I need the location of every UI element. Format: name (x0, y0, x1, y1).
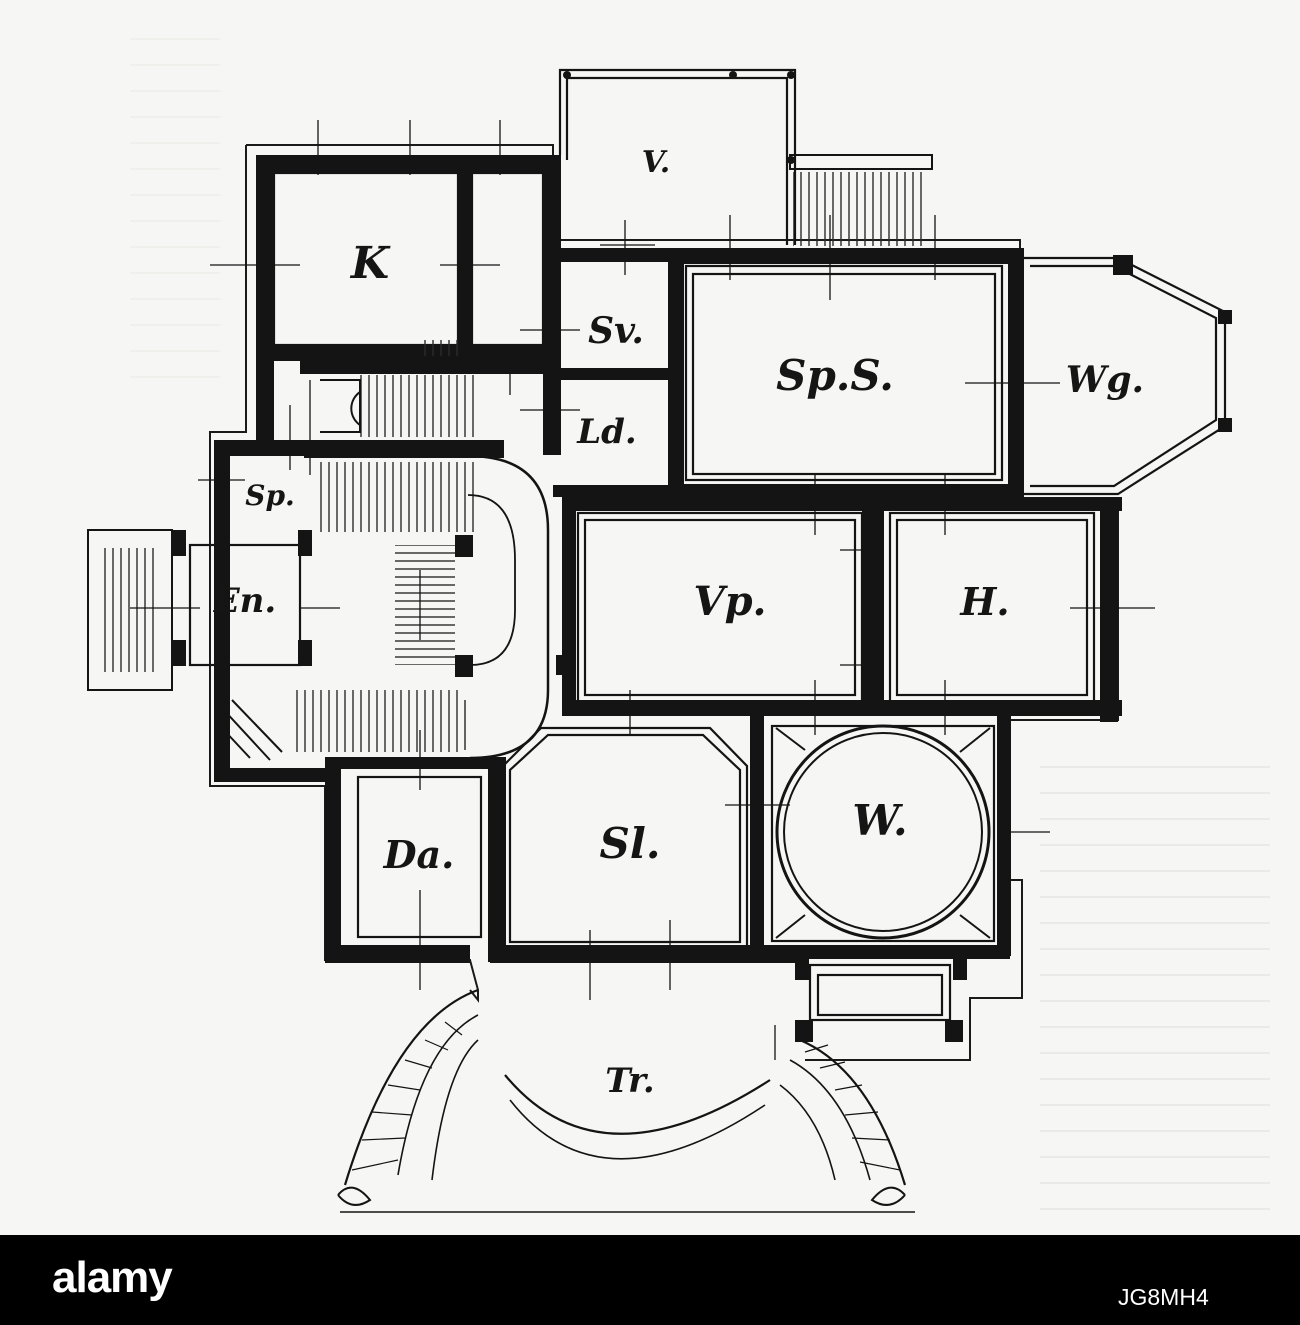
room-label-h: H. (959, 579, 1009, 624)
room-label-v: V. (642, 145, 670, 180)
room-label-wg: Wg. (1066, 359, 1144, 401)
room-label-en: En. (213, 581, 276, 621)
floor-plan: V. K Sv. Sp.S. Wg. Ld. Sp. En. Vp. H. Da… (87, 20, 1270, 1230)
floor-plan-drawing: V. K Sv. Sp.S. Wg. Ld. Sp. En. Vp. H. Da… (87, 20, 1270, 1230)
room-label-vp: Vp. (694, 578, 767, 625)
axis-marks (130, 120, 1155, 1060)
round-room (775, 724, 991, 940)
room-label-sl: Sl. (600, 819, 661, 868)
watermark-bar (0, 1235, 1300, 1325)
terrace-stairs (337, 988, 915, 1213)
staircases (87, 154, 933, 761)
inner-lines (188, 68, 1227, 1022)
room-label-da: Da. (383, 832, 455, 877)
room-label-k: K (349, 238, 391, 289)
watermark-logo: alamy (52, 1253, 173, 1302)
room-label-ld: Ld. (576, 412, 637, 452)
room-label-tr: Tr. (605, 1061, 654, 1101)
image-id: JG8MH4 (1118, 1284, 1209, 1310)
room-labels: V. K Sv. Sp.S. Wg. Ld. Sp. En. Vp. H. Da… (213, 145, 1144, 1101)
room-label-w: W. (852, 796, 907, 845)
walls (172, 155, 1232, 1042)
room-label-sp: Sp. (245, 479, 295, 512)
room-label-sv: Sv. (588, 310, 644, 352)
room-label-spsaal: Sp.S. (776, 351, 894, 400)
